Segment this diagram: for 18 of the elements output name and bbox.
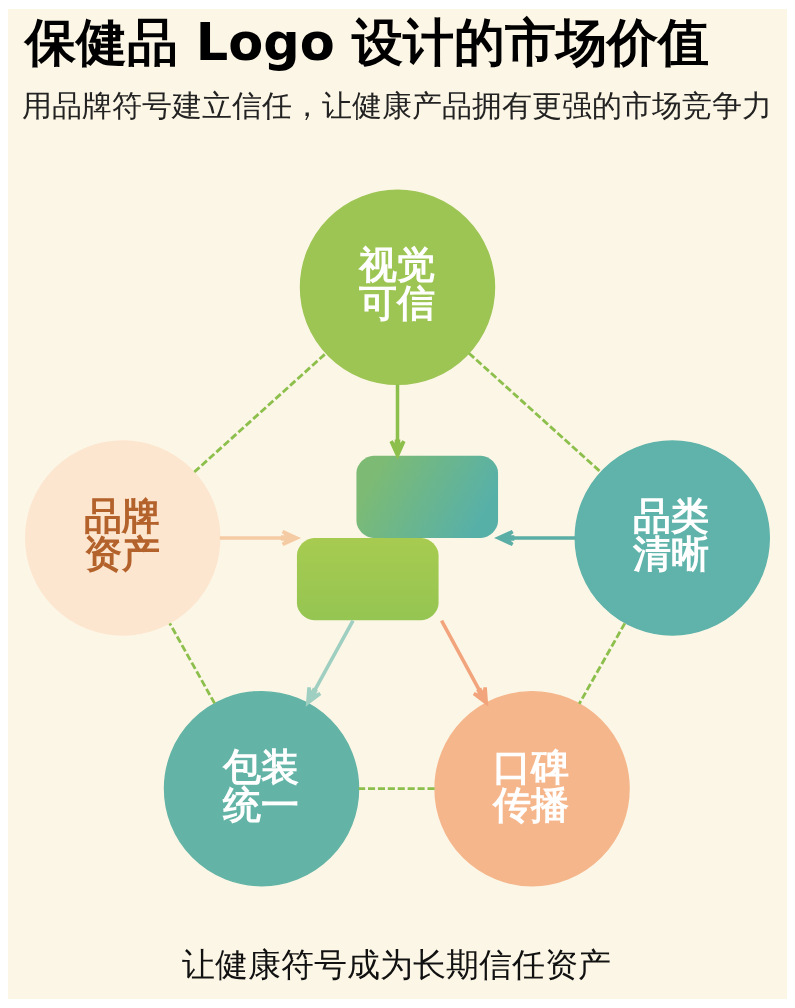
connector — [193, 352, 327, 474]
arrow — [306, 619, 355, 705]
node-circle: 包装统一 — [163, 690, 360, 887]
node-circle: 品牌资产 — [25, 440, 221, 636]
arrow — [389, 384, 406, 458]
caption: 让健康符号成为长期信任资产 — [181, 946, 611, 985]
diagram-title: 保健品 Logo 设计的市场价值 — [25, 12, 710, 72]
connector — [358, 787, 435, 791]
node-circle: 视觉可信 — [299, 189, 496, 386]
node-circle: 品类清晰 — [574, 440, 770, 636]
arrow — [219, 529, 299, 547]
arrow — [440, 619, 489, 705]
connector — [578, 622, 627, 705]
connector — [468, 352, 602, 474]
node-circle: 口碑传播 — [434, 690, 630, 887]
label: 用品牌符号建立信任，让健康产品拥有更强的市场竞争力 — [22, 87, 773, 123]
arrow — [496, 529, 576, 547]
connector — [168, 622, 216, 705]
